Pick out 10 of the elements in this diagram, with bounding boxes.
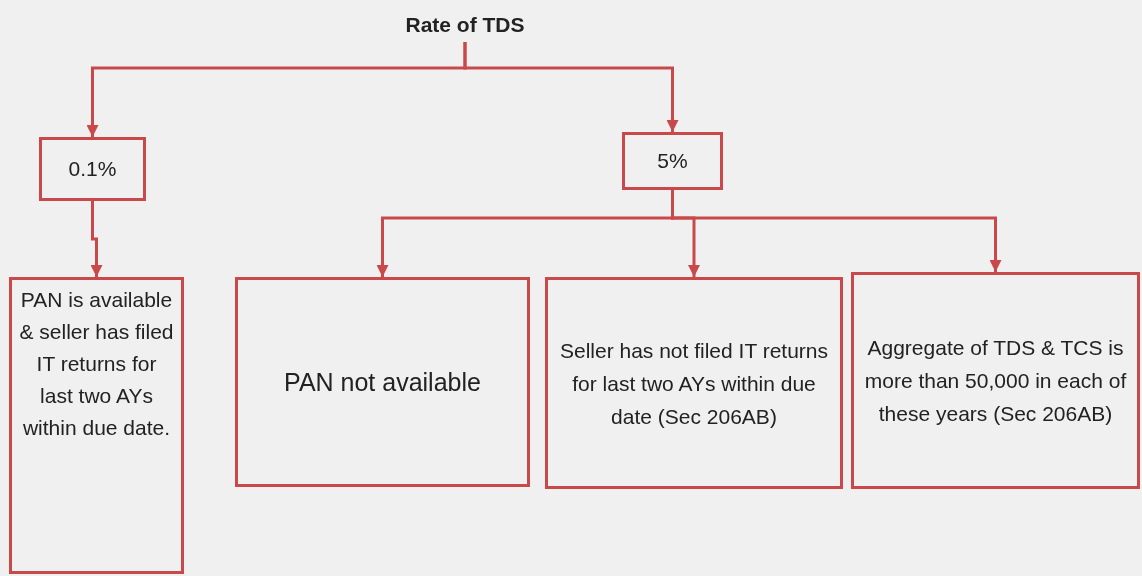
- condition-box: Aggregate of TDS & TCS is more than 50,000 in each of these years (Sec 206AB): [851, 272, 1140, 489]
- condition-box: Seller has not filed IT returns for last two AYs within due date (Sec 206AB): [545, 277, 843, 489]
- rate-box: 5%: [622, 132, 723, 190]
- rate-box: 0.1%: [39, 137, 146, 201]
- condition-box: PAN not available: [235, 277, 530, 487]
- condition-box: PAN is available & seller has filed IT returns for last two AYs within due date.: [9, 277, 184, 574]
- arrow: [463, 42, 679, 132]
- heading-text: Rate of TDS: [380, 8, 550, 42]
- arrow: [90, 201, 103, 277]
- arrow: [671, 190, 1002, 272]
